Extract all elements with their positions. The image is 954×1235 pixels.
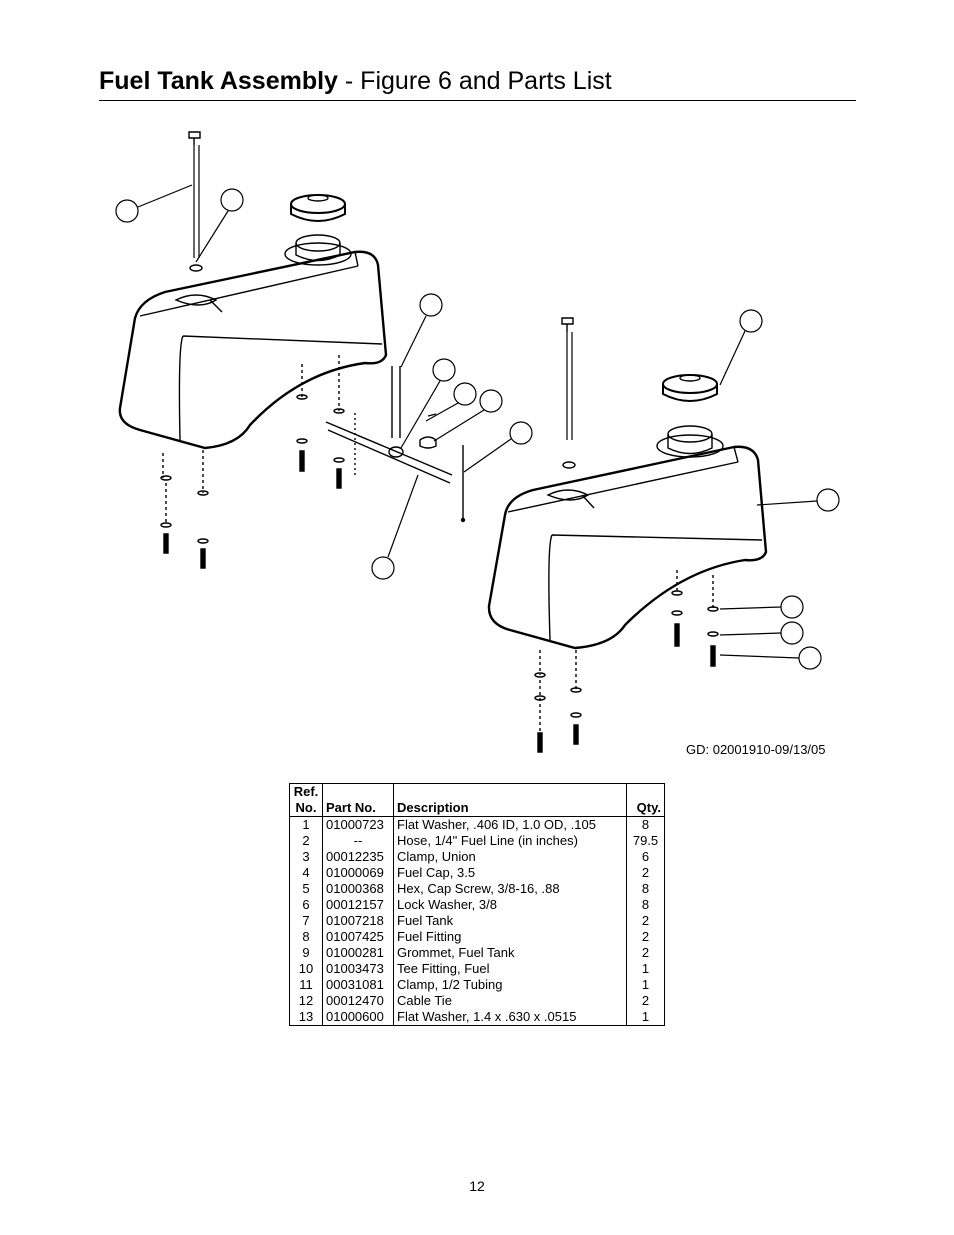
cell-part-no: 00012235 [322,849,394,865]
callouts [115,184,840,670]
page-title: Fuel Tank Assembly - Figure 6 and Parts … [99,66,612,96]
cell-ref: 1 [289,816,323,833]
cell-part-no: 01000368 [322,881,394,897]
cell-description: Hex, Cap Screw, 3/8-16, .88 [393,881,627,897]
diagram-svg [115,131,840,753]
cell-qty: 1 [626,961,665,977]
cell-ref: 7 [289,913,323,929]
cell-qty: 8 [626,816,665,833]
cell-part-no: 01000723 [322,816,394,833]
left-fuel-cap [284,194,352,266]
cell-qty: 1 [626,1009,665,1026]
cell-part-no: -- [322,833,394,849]
cell-part-no: 00012157 [322,897,394,913]
header-ref-line2: No. [295,800,317,815]
cell-part-no: 01000600 [322,1009,394,1026]
left-fuel-fitting [188,131,203,272]
tee-fitting-and-hose [325,366,466,523]
cell-ref: 6 [289,897,323,913]
right-fuel-cap [656,374,724,458]
cell-qty: 2 [626,913,665,929]
cell-description: Hose, 1/4" Fuel Line (in inches) [393,833,627,849]
cell-description: Fuel Fitting [393,929,627,945]
cell-description: Flat Washer, 1.4 x .630 x .0515 [393,1009,627,1026]
page-number: 12 [469,1178,485,1194]
cell-part-no: 01000281 [322,945,394,961]
cell-qty: 6 [626,849,665,865]
cell-ref: 13 [289,1009,323,1026]
title-rest: - Figure 6 and Parts List [337,67,612,95]
right-fuel-tank [487,445,768,650]
cell-ref: 4 [289,865,323,881]
cell-description: Grommet, Fuel Tank [393,945,627,961]
cell-description: Cable Tie [393,993,627,1009]
cell-ref: 10 [289,961,323,977]
cell-ref: 11 [289,977,323,993]
cell-qty: 1 [626,977,665,993]
cell-ref: 8 [289,929,323,945]
table-header-row: Ref.No. Part No. Description Qty. [289,783,665,817]
header-ref-line1: Ref. [293,784,319,799]
cell-qty: 8 [626,897,665,913]
cell-part-no: 00012470 [322,993,394,1009]
cell-description: Clamp, 1/2 Tubing [393,977,627,993]
header-qty: Qty. [626,783,665,817]
cell-ref: 2 [289,833,323,849]
right-fuel-fitting [561,317,576,469]
cell-ref: 3 [289,849,323,865]
title-rule [99,100,856,101]
cell-qty: 2 [626,929,665,945]
exploded-diagram [0,110,954,770]
right-hardware [534,570,719,753]
cell-description: Lock Washer, 3/8 [393,897,627,913]
cell-qty: 2 [626,945,665,961]
cell-ref: 5 [289,881,323,897]
cell-part-no: 01003473 [322,961,394,977]
left-hardware [160,355,345,569]
cell-part-no: 01000069 [322,865,394,881]
cell-description: Fuel Tank [393,913,627,929]
cell-part-no: 01007218 [322,913,394,929]
header-part-no: Part No. [322,783,394,817]
table-row: 2--Hose, 1/4" Fuel Line (in inches)79.5 [289,833,665,849]
header-description: Description [393,783,627,817]
title-bold: Fuel Tank Assembly [99,67,338,95]
cell-description: Flat Washer, .406 ID, 1.0 OD, .105 [393,816,627,833]
cell-qty: 8 [626,881,665,897]
cell-ref: 9 [289,945,323,961]
cell-part-no: 01007425 [322,929,394,945]
cell-description: Clamp, Union [393,849,627,865]
cell-qty: 79.5 [626,833,665,849]
cell-description: Tee Fitting, Fuel [393,961,627,977]
figure-id: GD: 02001910-09/13/05 [686,742,826,757]
cell-ref: 12 [289,993,323,1009]
cell-qty: 2 [626,993,665,1009]
left-fuel-tank [118,250,388,450]
cell-qty: 2 [626,865,665,881]
cell-description: Fuel Cap, 3.5 [393,865,627,881]
header-ref-no: Ref.No. [289,783,323,817]
cell-part-no: 00031081 [322,977,394,993]
